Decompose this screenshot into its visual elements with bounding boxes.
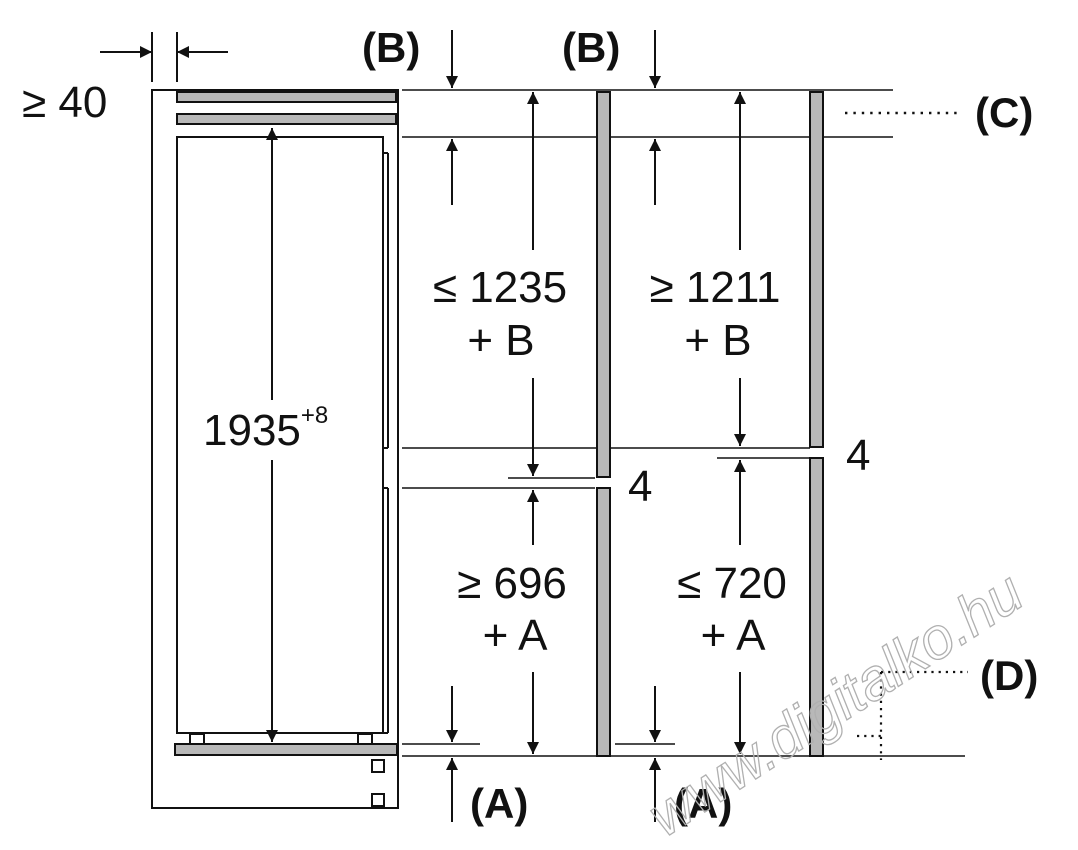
upper-left-dim-line1: ≤ 1235 [433, 263, 567, 312]
niche-outline [151, 89, 399, 809]
d-detail-frame [857, 670, 968, 760]
right-upper-door-panel [809, 91, 824, 448]
upper-left-dim-line2: + B [467, 316, 534, 365]
total-height-value: 1935 [203, 406, 301, 455]
left-lower-door-panel [596, 487, 611, 757]
lower-left-dim-line1: ≥ 696 [457, 559, 567, 608]
right-lower-door-panel [809, 457, 824, 757]
dimension-arrows [446, 30, 746, 822]
upper-right-dim-line1: ≥ 1211 [650, 263, 781, 312]
label-c: (C) [975, 89, 1033, 136]
total-height-label: 1935+8 [203, 402, 328, 455]
appliance-body [176, 136, 384, 734]
label-d: (D) [980, 652, 1038, 699]
gap-left-label: 4 [628, 462, 652, 511]
lower-right-dim-line2: + A [701, 611, 766, 660]
depth-dimension [100, 32, 228, 82]
top-rail-2 [176, 113, 397, 125]
gap-right-label: 4 [846, 431, 870, 480]
upper-right-dim-line2: + B [684, 316, 751, 365]
appliance-side-view [151, 89, 399, 809]
base-block-2 [371, 793, 385, 807]
foot-1 [189, 733, 205, 745]
plinth-bar [174, 743, 398, 756]
base-block-1 [371, 759, 385, 773]
label-a-right: (A) [674, 780, 732, 827]
top-rail-1 [176, 91, 397, 103]
label-a-left: (A) [470, 780, 528, 827]
label-b-left: (B) [362, 24, 420, 71]
left-upper-door-panel [596, 91, 611, 478]
lower-right-dim-line1: ≤ 720 [677, 559, 787, 608]
foot-2 [357, 733, 373, 745]
lower-left-dim-line2: + A [483, 611, 548, 660]
niche-depth-label: ≥ 40 [22, 78, 107, 127]
label-b-right: (B) [562, 24, 620, 71]
door-panels [596, 91, 824, 757]
total-height-tolerance: +8 [301, 402, 328, 429]
